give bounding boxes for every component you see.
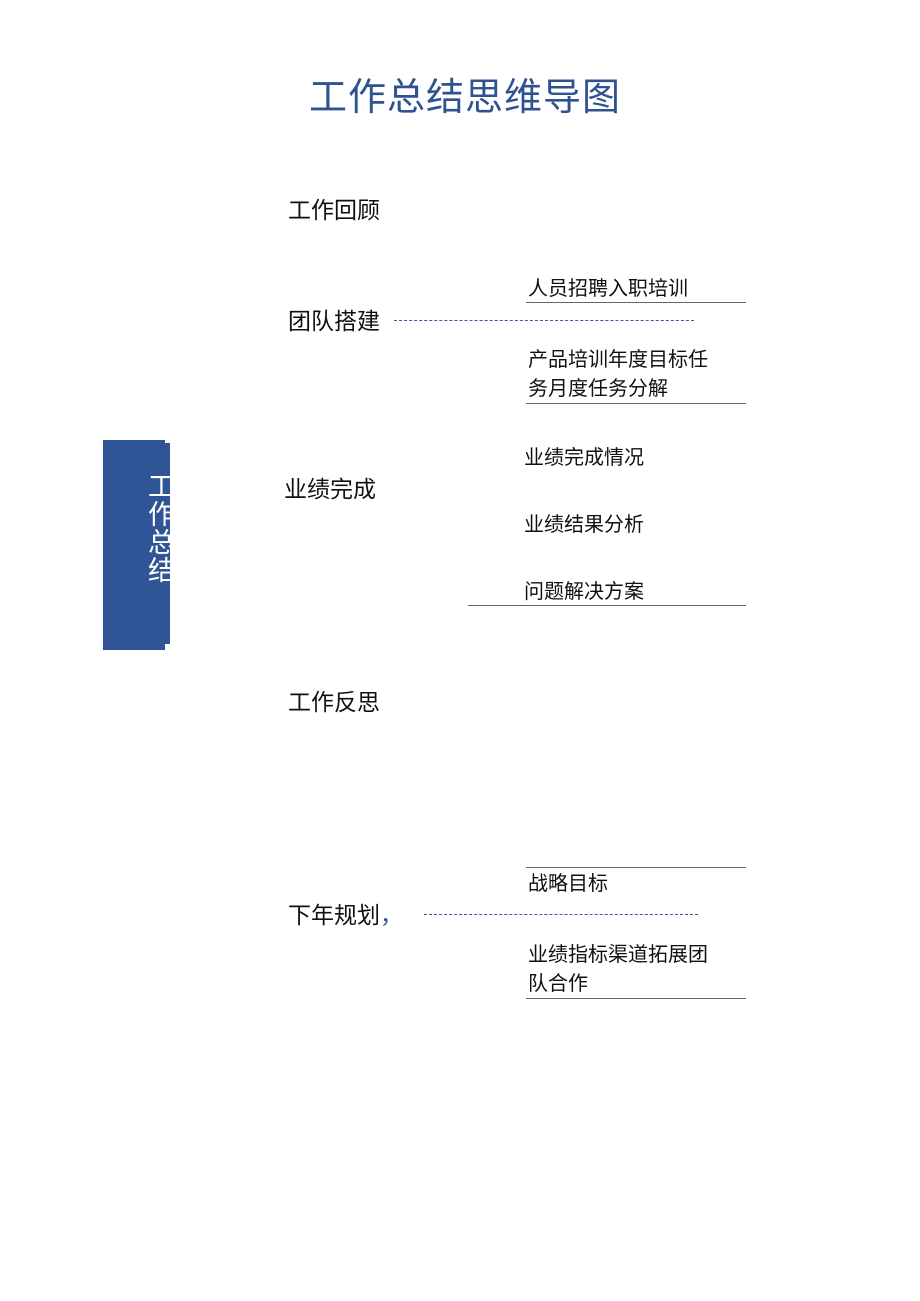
leaf-overline xyxy=(526,867,746,868)
branch-label: 下年规划 xyxy=(288,903,380,929)
leaf-underline xyxy=(526,403,746,404)
leaf-underline xyxy=(468,605,746,606)
leaf-line: 业绩指标渠道拓展团 xyxy=(528,942,708,966)
branch-work-review[interactable]: 工作回顾 xyxy=(288,198,380,224)
leaf-underline xyxy=(526,302,746,303)
leaf-line: 产品培训年度目标任 xyxy=(528,347,708,371)
branch-performance[interactable]: 业绩完成 xyxy=(284,477,376,503)
root-node-edge xyxy=(161,443,170,644)
team-building-connector xyxy=(394,320,694,321)
leaf-underline xyxy=(526,998,746,999)
leaf-performance-status[interactable]: 业绩完成情况 xyxy=(524,445,644,469)
root-node[interactable]: 工作总结 xyxy=(103,440,174,650)
branch-team-building[interactable]: 团队搭建 xyxy=(288,309,380,335)
root-node-fill xyxy=(103,440,165,650)
branch-work-reflection[interactable]: 工作反思 xyxy=(288,690,380,716)
leaf-strategic-goals[interactable]: 战略目标 xyxy=(528,871,608,895)
next-year-connector xyxy=(424,914,698,915)
leaf-line: 队合作 xyxy=(528,971,588,995)
page-title: 工作总结思维导图 xyxy=(308,75,621,119)
leaf-kpi-channel-team[interactable]: 业绩指标渠道拓展团 队合作 xyxy=(528,940,748,998)
leaf-product-training-targets[interactable]: 产品培训年度目标任 务月度任务分解 xyxy=(528,345,748,403)
branch-next-year-plan[interactable]: 下年规划， xyxy=(288,901,403,931)
leaf-problem-solutions[interactable]: 问题解决方案 xyxy=(524,579,644,603)
root-node-label: 工作总结 xyxy=(143,472,174,584)
leaf-recruitment-training[interactable]: 人员招聘入职培训 xyxy=(528,276,688,300)
branch-suffix: ， xyxy=(380,903,403,929)
leaf-line: 务月度任务分解 xyxy=(528,376,668,400)
leaf-performance-analysis[interactable]: 业绩结果分析 xyxy=(524,512,644,536)
